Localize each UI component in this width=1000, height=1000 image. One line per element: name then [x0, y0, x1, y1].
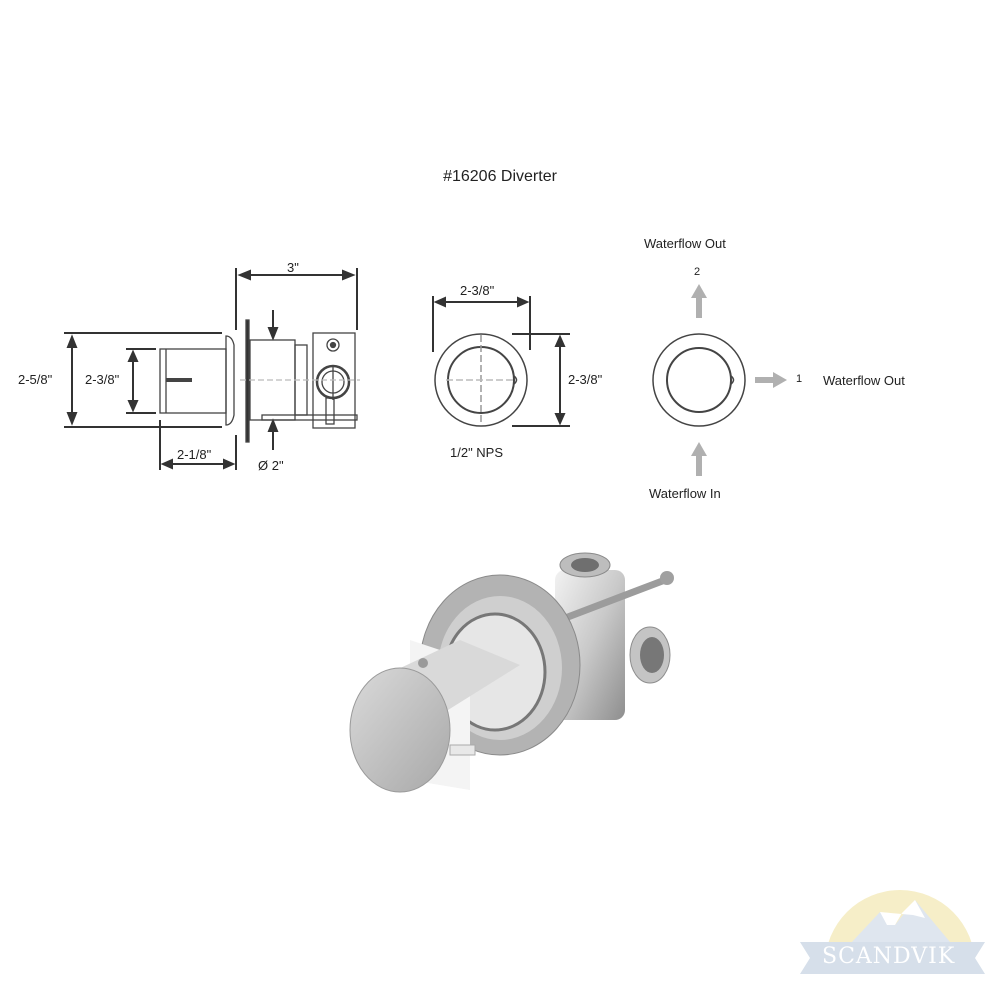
dim-handle-length: 2-1/8": [177, 447, 212, 462]
outlet-1-number: 1: [796, 373, 803, 385]
dim-diameter: Ø 2": [258, 458, 284, 473]
dim-outer-height: 2-5/8": [18, 372, 53, 387]
inlet-label: Waterflow In: [649, 486, 721, 501]
flow-arrows: [691, 284, 787, 476]
front-dim-height: 2-3/8": [568, 372, 603, 387]
outlet-2-label: Waterflow Out: [644, 236, 726, 251]
outlet-1-label: Waterflow Out: [823, 373, 905, 388]
logo-text: SCANDVIK: [822, 944, 956, 969]
diagram-title: #16206 Diverter: [443, 168, 557, 185]
connection-label: 1/2" NPS: [450, 445, 504, 460]
front-dim-width: 2-3/8": [460, 283, 495, 298]
dim-overall-length: 3": [287, 260, 299, 275]
dim-handle-height: 2-3/8": [85, 372, 120, 387]
outlet-2-number: 2: [694, 266, 701, 278]
